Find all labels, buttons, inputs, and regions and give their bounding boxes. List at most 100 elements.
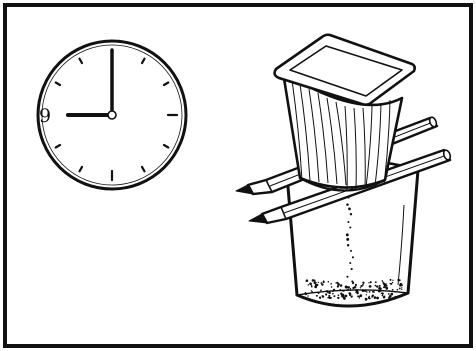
- sediment-dot: [337, 283, 340, 286]
- sediment-dot: [322, 280, 325, 283]
- cup-rib: [365, 105, 373, 188]
- sediment-dot: [328, 291, 331, 294]
- sediment-dot: [397, 279, 399, 281]
- drop: [350, 267, 353, 271]
- yogurt-cup-icon: [273, 33, 416, 192]
- sediment-dot: [344, 294, 348, 298]
- sediment-dot: [353, 285, 357, 289]
- sediment-dot: [314, 285, 318, 289]
- sediment-dot: [311, 290, 313, 293]
- sediment-dot: [356, 291, 359, 295]
- sediment-dot: [305, 279, 309, 282]
- sediment-dot: [387, 293, 390, 295]
- glass-base: [296, 289, 409, 296]
- sediment-dot: [332, 290, 334, 293]
- clock-tick: [54, 81, 62, 87]
- cup-rib: [362, 107, 366, 189]
- clock-hour-ticks: [54, 48, 179, 182]
- sediment-dot: [339, 284, 343, 287]
- sediment-dot: [347, 288, 350, 291]
- sediment-dot: [335, 282, 337, 284]
- sediment-dot: [328, 296, 330, 298]
- sediment-dot: [342, 289, 345, 292]
- drop: [346, 203, 349, 206]
- sediment-dot: [388, 290, 390, 292]
- sediment-dot: [366, 291, 368, 293]
- sediment-dot: [321, 295, 325, 298]
- sediment-dot: [381, 280, 384, 282]
- sediment-dot: [307, 284, 310, 286]
- sediment-dot: [328, 294, 331, 298]
- drop: [349, 213, 353, 216]
- sediment-dot: [311, 285, 313, 288]
- sediment-dot: [315, 294, 318, 297]
- sediment-dot: [378, 286, 381, 289]
- clock-tick: [162, 143, 170, 149]
- cup-rib: [374, 102, 382, 187]
- sediment-dot: [364, 297, 368, 301]
- sediment-dot: [351, 295, 353, 297]
- sediment-dot: [389, 282, 391, 285]
- sediment-dot: [317, 292, 320, 294]
- sediment-dot: [348, 293, 352, 297]
- sediment-dot: [355, 291, 357, 293]
- drop: [346, 237, 350, 241]
- sediment-dot: [341, 293, 345, 297]
- sediment-dot: [376, 285, 379, 288]
- sediment-dot: [330, 286, 333, 288]
- sediment-dot: [337, 294, 340, 297]
- sediment-dot: [373, 296, 377, 299]
- sediment-dot: [365, 294, 368, 296]
- sediment-dot: [321, 283, 324, 286]
- sediment-dot: [362, 281, 365, 284]
- sediment-dot: [382, 282, 386, 285]
- sediment-dot: [341, 290, 344, 292]
- cup-bottom: [299, 177, 386, 192]
- sediment-dot: [369, 281, 372, 284]
- sediment-dot: [352, 282, 355, 285]
- sediment-dot: [348, 292, 351, 295]
- sediment-dot: [309, 282, 312, 286]
- sediment-dot: [385, 286, 389, 290]
- glass-highlight: [397, 204, 405, 286]
- sediment-dot: [331, 292, 334, 295]
- sediment-dot: [371, 296, 373, 298]
- sediment-dot: [311, 279, 315, 282]
- drop: [351, 256, 354, 259]
- sediment-dot: [381, 294, 384, 297]
- sediment-dot: [391, 288, 394, 291]
- sediment-dot: [337, 296, 340, 300]
- sediment-dot: [325, 290, 329, 293]
- drop: [349, 261, 352, 264]
- cup-lid: [289, 45, 403, 97]
- sediment-dot: [363, 289, 367, 292]
- sediment-dot: [401, 286, 403, 288]
- cup-rib: [326, 97, 338, 185]
- drop: [345, 233, 349, 237]
- sediment-dot: [368, 285, 372, 288]
- sediment-dot: [357, 295, 360, 298]
- cup-rib: [344, 105, 348, 191]
- cup-body: [281, 70, 404, 189]
- drop: [347, 221, 350, 224]
- drop: [346, 275, 349, 278]
- cup-rib: [308, 88, 320, 183]
- sediment-dot: [399, 282, 403, 286]
- wall-clock-icon: 9: [36, 39, 188, 191]
- clock-tick: [78, 57, 84, 65]
- sediment-dot: [394, 295, 396, 298]
- sediment-dot: [318, 296, 322, 299]
- sediment-dot: [377, 290, 381, 293]
- sediment-dot: [390, 292, 394, 296]
- sediment-dot: [388, 295, 391, 298]
- cup-rib: [335, 101, 347, 186]
- sediment-dot: [354, 283, 358, 287]
- clock-numeral-nine: 9: [39, 105, 51, 127]
- sediment-dot: [324, 293, 328, 296]
- drop: [348, 207, 351, 211]
- sediment-dot: [372, 290, 374, 293]
- sediment-dot: [313, 281, 317, 285]
- clock-tick: [162, 81, 170, 87]
- cup-rib: [291, 79, 303, 181]
- drop: [350, 249, 353, 252]
